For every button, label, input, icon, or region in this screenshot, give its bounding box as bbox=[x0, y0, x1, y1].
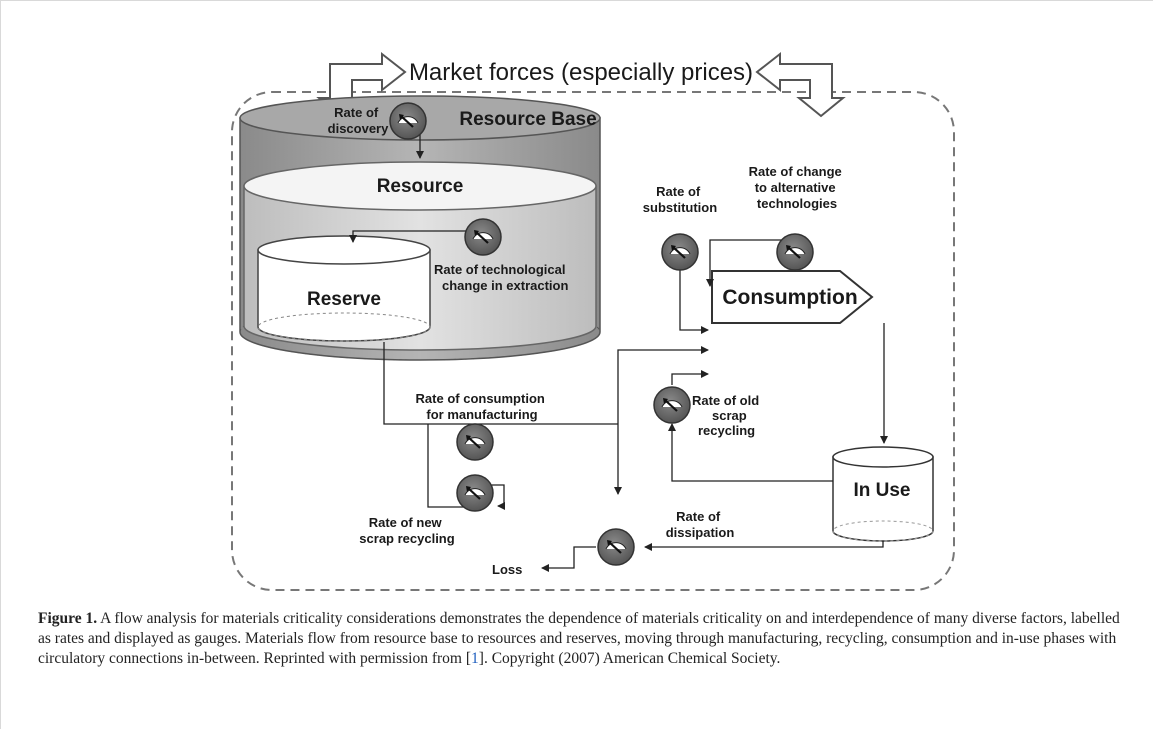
resource-label: Resource bbox=[377, 176, 464, 197]
gauge-new-scrap-icon bbox=[456, 474, 494, 512]
gauge-consumption-mfg-icon bbox=[456, 423, 494, 461]
reserve-label: Reserve bbox=[307, 289, 381, 310]
page-frame-left bbox=[0, 0, 1, 729]
consumption-label: Consumption bbox=[722, 286, 857, 309]
rate-discovery-label: Rate of discovery bbox=[328, 105, 389, 136]
caption-reference-link[interactable]: 1 bbox=[471, 650, 479, 667]
caption-text-1: A flow analysis for materials criticalit… bbox=[38, 610, 1120, 667]
market-forces-label: Market forces (especially prices) bbox=[409, 59, 753, 86]
rate-consumption-mfg-label: Rate of consumption for manufacturing bbox=[416, 391, 549, 422]
rate-old-scrap-label: Rate of old scrap recycling bbox=[692, 393, 763, 438]
in-use-cylinder bbox=[832, 446, 934, 542]
rate-new-scrap-label: Rate of new scrap recycling bbox=[359, 515, 454, 546]
gauge-dissipation-icon bbox=[597, 528, 635, 566]
gauge-substitution-icon bbox=[661, 233, 699, 271]
rate-alt-tech-label: Rate of change to alternative technologi… bbox=[749, 164, 846, 211]
rate-substitution-label: Rate of substitution bbox=[643, 184, 717, 215]
market-arrow-right bbox=[755, 51, 846, 118]
system-boundary bbox=[231, 91, 955, 591]
gauge-tech-extraction-icon bbox=[464, 218, 502, 256]
caption-text-2: ]. Copyright (2007) American Chemical So… bbox=[478, 650, 781, 667]
rate-tech-extraction-label: Rate of technological change in extracti… bbox=[434, 262, 569, 293]
figure-caption: Figure 1. A flow analysis for materials … bbox=[38, 609, 1128, 669]
gauge-alt-tech-icon bbox=[776, 233, 814, 271]
rate-dissipation-label: Rate of dissipation bbox=[666, 509, 735, 540]
reserve-cylinder bbox=[257, 235, 431, 342]
flow-diagram: Market forces (especially prices) Resour… bbox=[231, 51, 955, 591]
gauge-old-scrap-icon bbox=[653, 386, 691, 424]
page-frame-top bbox=[0, 0, 1153, 1]
caption-label: Figure 1. bbox=[38, 610, 98, 627]
gauge-discovery-icon bbox=[389, 102, 427, 140]
in-use-label: In Use bbox=[853, 480, 910, 501]
resource-base-label: Resource Base bbox=[459, 109, 596, 130]
loss-label: Loss bbox=[492, 562, 522, 577]
consumption-box bbox=[711, 270, 874, 324]
page-frame-tick bbox=[0, 712, 1, 729]
